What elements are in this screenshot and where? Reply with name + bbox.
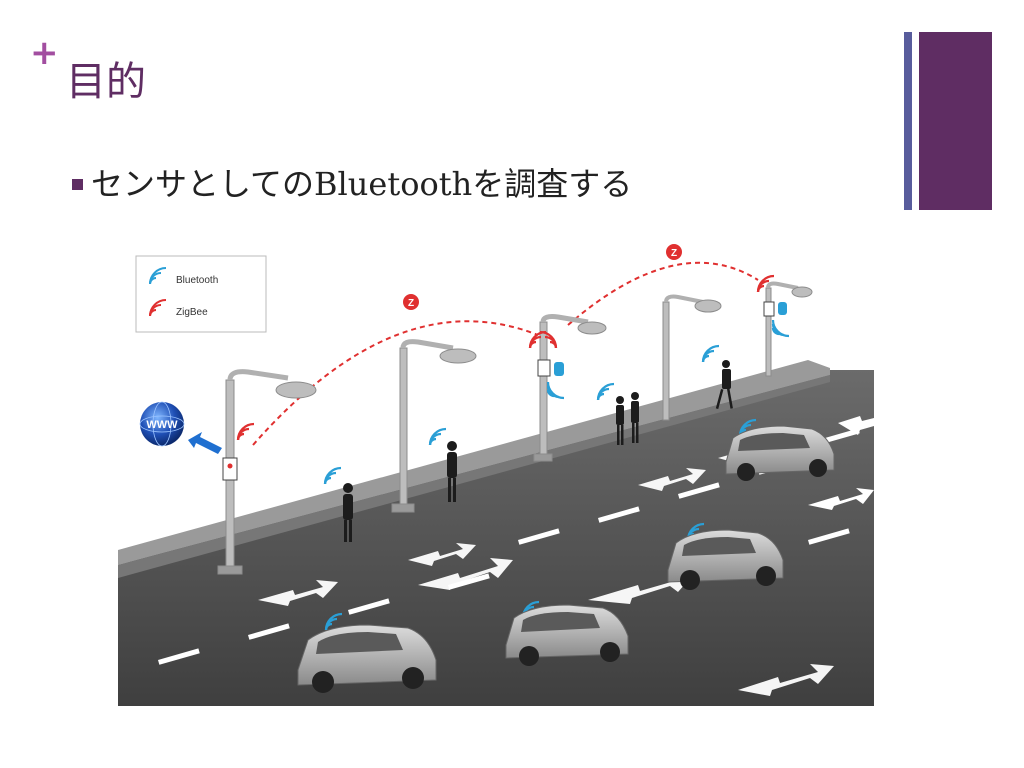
zigbee-links <box>252 261 759 446</box>
car <box>667 529 784 590</box>
curb <box>118 375 830 578</box>
smart-street-illustration: Bluetooth ZigBee Z Z <box>118 240 874 706</box>
svg-text:Z: Z <box>408 298 414 309</box>
car <box>505 604 629 666</box>
legend: Bluetooth ZigBee <box>135 255 267 333</box>
zigbee-signal-icon <box>236 274 775 441</box>
pedestrians <box>343 360 733 542</box>
sensor-nodes <box>222 301 775 481</box>
slide-title: 目的 <box>66 59 146 105</box>
svg-text:Z: Z <box>671 248 677 259</box>
bluetooth-badge-icon <box>554 302 787 376</box>
legend-label-bluetooth: Bluetooth <box>176 275 218 286</box>
www-globe-icon: WWW <box>139 401 185 447</box>
bullet-text: センサとしてのBluetoothを調査する <box>91 165 633 203</box>
decor-bar-thin <box>904 32 912 210</box>
car <box>725 425 835 481</box>
bullet-item: センサとしてのBluetoothを調査する <box>72 168 632 200</box>
bluetooth-legend-icon <box>149 267 167 285</box>
upload-arrow-icon <box>188 432 222 454</box>
bullet-square-icon <box>72 178 83 190</box>
zigbee-badge-icon: Z Z <box>403 244 682 310</box>
car <box>297 624 437 693</box>
zigbee-legend-icon <box>149 299 167 317</box>
svg-text:WWW: WWW <box>146 419 178 431</box>
illustration-canvas: Bluetooth ZigBee Z Z <box>118 244 874 706</box>
cars <box>297 425 835 693</box>
legend-label-zigbee: ZigBee <box>176 307 208 318</box>
decor-bar-thick <box>919 32 992 210</box>
sidewalk <box>118 360 830 565</box>
road <box>118 370 874 706</box>
plus-marker: + <box>30 33 59 73</box>
